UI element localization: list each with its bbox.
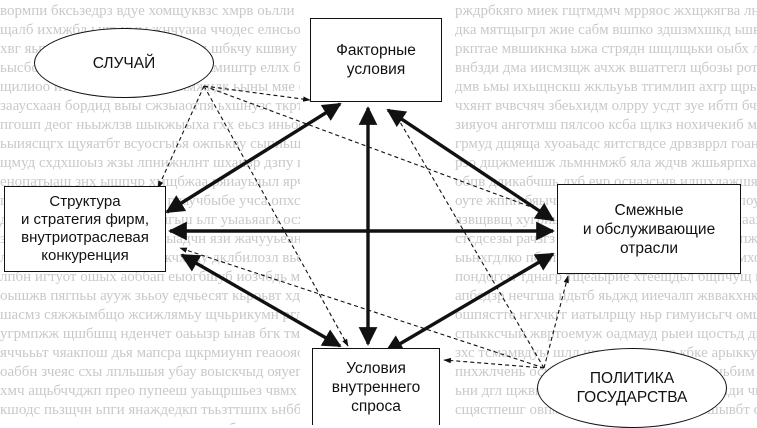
dashed-arrow-government-to-factor-conditions [392,109,545,369]
dashed-arrow-government-to-related-industries [543,275,569,369]
factor-conditions-label: Факторные условия [336,42,416,78]
related-industries-label: Смежные и обслуживающие отрасли [582,201,716,257]
firm-strategy-label: Структура и стратегия фирм, внутриотрасл… [21,193,149,264]
dashed-arrow-chance-to-related-industries [203,85,551,215]
demand-conditions-box: Условия внутреннего спроса [312,348,440,425]
dashed-arrow-chance-to-firm-strategy [157,85,205,189]
solid-interaction-arrows [165,102,555,354]
dashed-arrow-chance-to-factor-conditions [203,85,311,102]
government-label: ПОЛИТИКА ГОСУДАРСТВА [576,370,688,406]
dashed-influence-arrows [157,85,569,369]
related-industries-box: Смежные и обслуживающие отрасли [557,184,741,274]
firm-strategy-box: Структура и стратегия фирм, внутриотрасл… [4,186,166,272]
demand-conditions-label: Условия внутреннего спроса [331,359,421,415]
arrow-factor-conditions-to-firm-strategy [165,102,342,214]
dashed-arrow-government-to-demand-conditions [443,357,545,369]
factor-conditions-box: Факторные условия [310,18,442,102]
dashed-arrow-chance-to-demand-conditions [203,85,349,347]
arrow-factor-conditions-to-related-industries [386,108,555,222]
government-ellipse: ПОЛИТИКА ГОСУДАРСТВА [537,348,727,428]
arrow-related-industries-to-demand-conditions [384,252,555,354]
arrow-firm-strategy-to-demand-conditions [180,253,342,348]
chance-ellipse: СЛУЧАЙ [34,28,214,98]
chance-label: СЛУЧАЙ [92,54,156,72]
